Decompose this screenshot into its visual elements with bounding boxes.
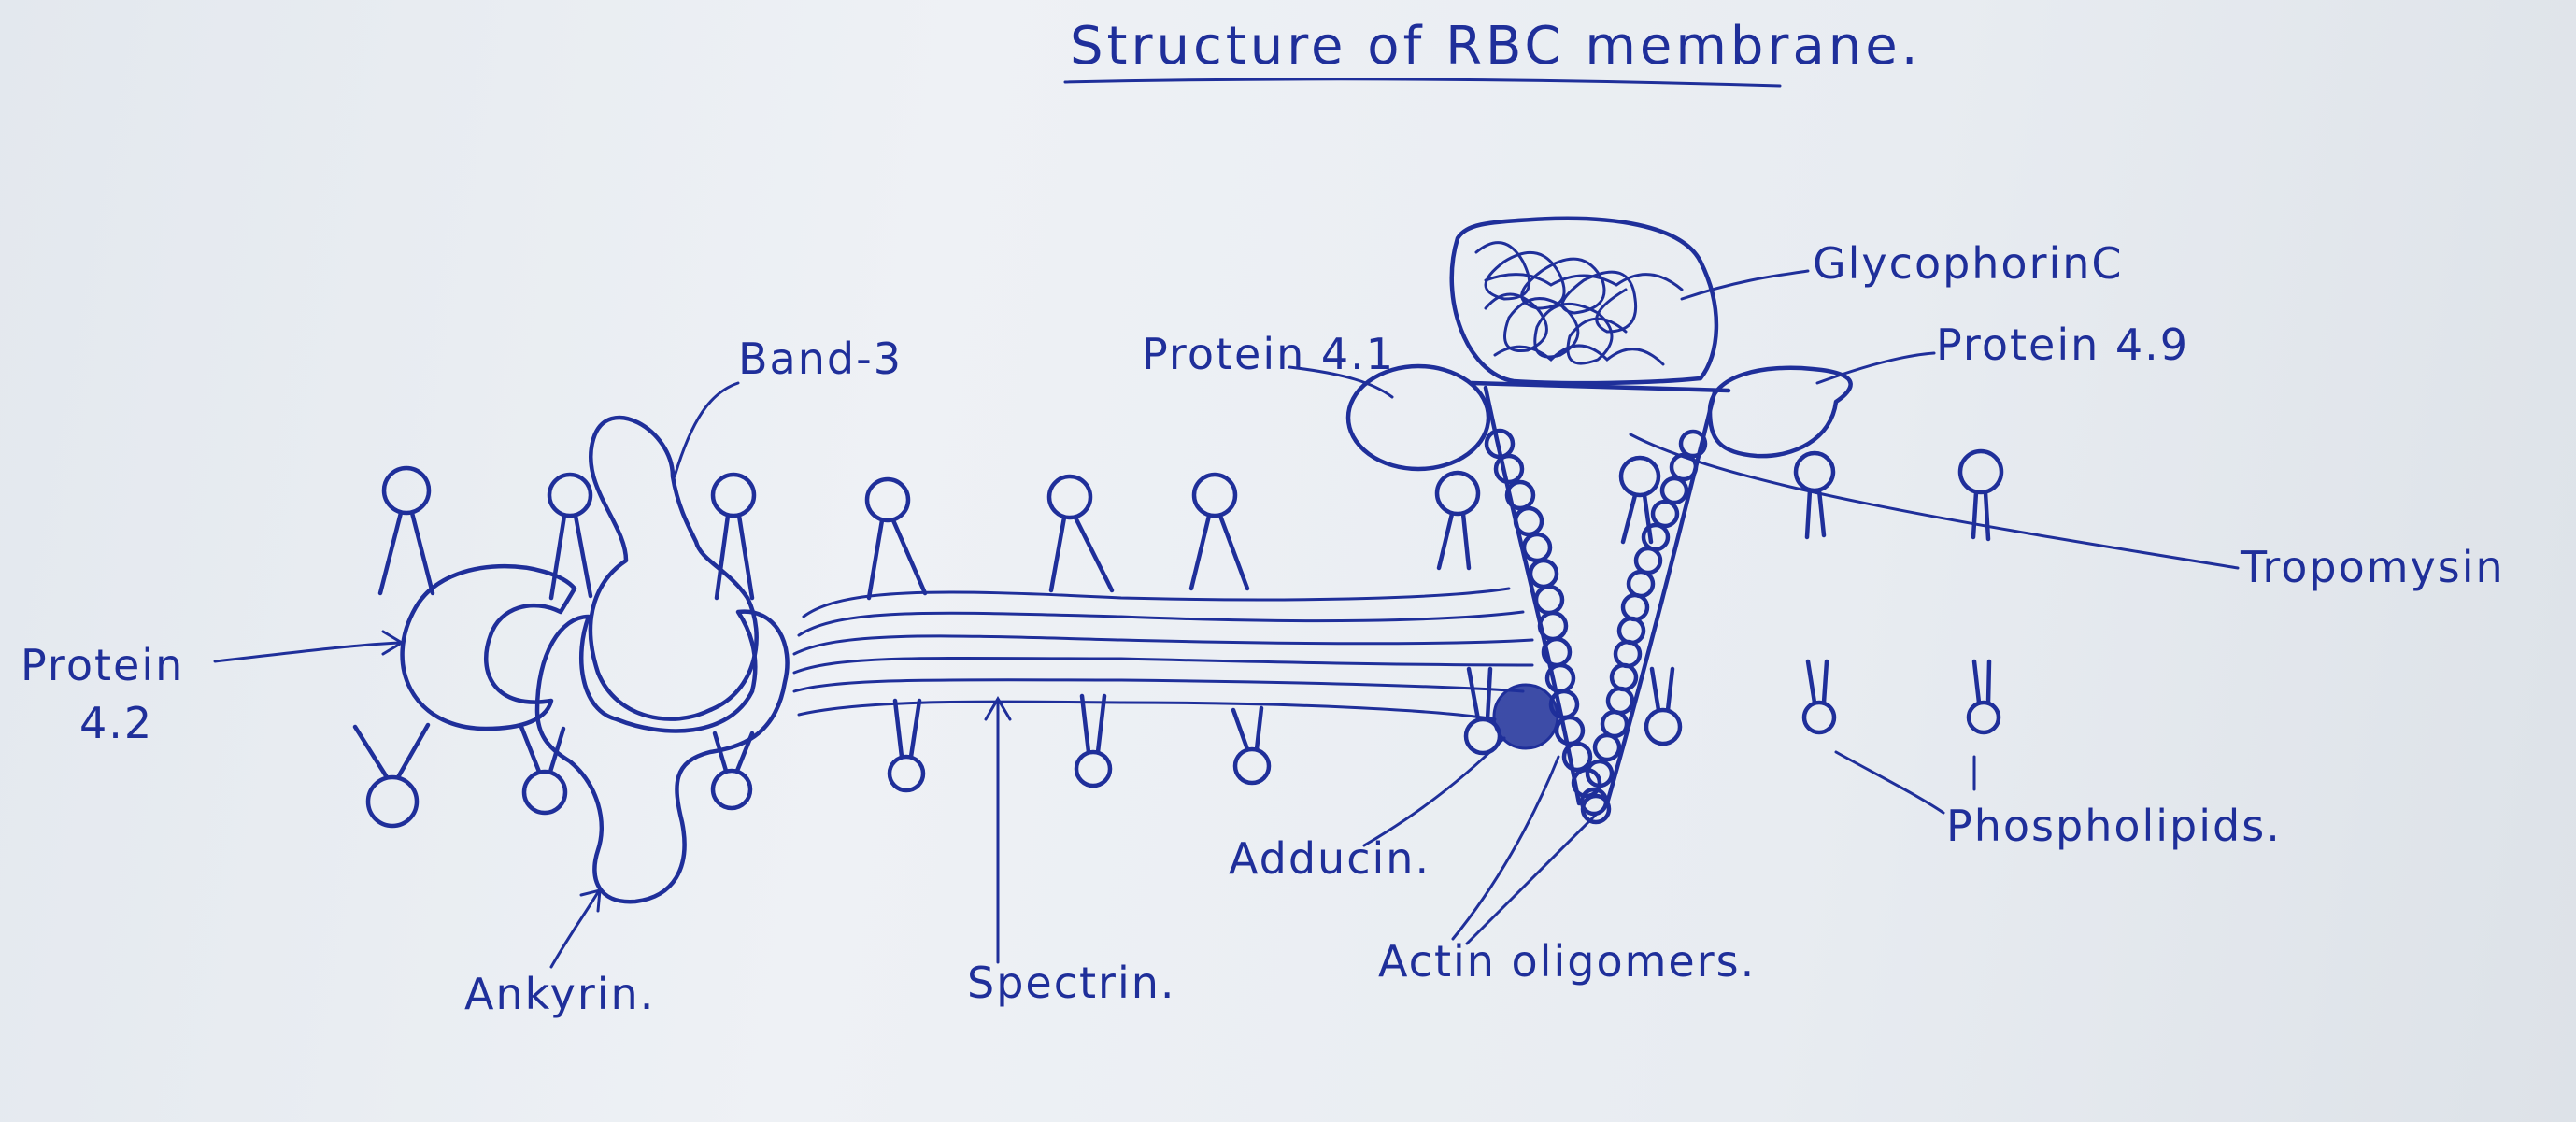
phospholipid	[864, 476, 928, 601]
band-3-pointer	[673, 381, 740, 478]
adducin-shape	[1492, 683, 1559, 750]
actin-oligomers-pointer-2	[1465, 811, 1600, 945]
adducin-pointer	[1362, 736, 1506, 847]
spectrin-arrow	[984, 696, 1012, 964]
title-underline	[1063, 78, 1782, 88]
phospholipid	[377, 465, 435, 596]
phospholipid	[710, 472, 757, 601]
ankyrin-arrow	[549, 888, 602, 969]
label-adducin: Adducin.	[1229, 833, 1430, 884]
phospholipid	[1966, 659, 2001, 735]
protein-4-1-pointer	[1288, 365, 1394, 399]
phospholipid	[1957, 448, 2004, 542]
label-phospholipids: Phospholipids.	[1946, 801, 2282, 851]
phospholipid	[887, 698, 926, 793]
actin-oligomers-pointer-1	[1451, 755, 1560, 941]
label-protein-4-2-line2: 4.2	[79, 698, 153, 748]
phospholipid	[1074, 693, 1113, 788]
phospholipid	[1793, 450, 1836, 540]
phospholipid	[1801, 659, 1837, 735]
phospholipids-pointer-1	[1834, 750, 1945, 815]
label-band-3: Band-3	[738, 334, 903, 384]
actin-beads-right	[1579, 429, 1708, 817]
glycophorin-c-shape	[1449, 216, 1719, 386]
band-3-shape	[588, 415, 759, 721]
label-protein-4-9: Protein 4.9	[1936, 320, 2189, 370]
label-ankyrin: Ankyrin.	[464, 969, 655, 1019]
label-protein-4-2-line1: Protein	[21, 640, 184, 690]
spectrin-strands	[792, 587, 1534, 721]
protein-4-9-shape	[1707, 365, 1853, 459]
protein-4-1-shape	[1345, 363, 1491, 472]
phospholipid	[1231, 705, 1272, 786]
actin-funnel-right	[1604, 390, 1717, 806]
glycophorin-base	[1469, 380, 1731, 393]
label-glycophorin-c: GlycophorinC	[1813, 238, 2124, 289]
phospholipid	[1188, 472, 1250, 591]
diagram-title: Structure of RBC membrane.	[1070, 16, 1922, 77]
actin-funnel-left	[1483, 385, 1582, 806]
phospholipid	[1644, 666, 1683, 746]
protein-4-9-pointer	[1815, 351, 1936, 385]
phospholipids-bottom-row	[352, 659, 2001, 829]
label-spectrin: Spectrin.	[967, 958, 1176, 1008]
phospholipid	[547, 472, 593, 601]
phospholipid	[352, 722, 431, 829]
label-protein-4-1: Protein 4.1	[1142, 329, 1395, 379]
phospholipid	[1434, 470, 1481, 571]
label-tropomysin: Tropomysin	[2240, 542, 2505, 592]
protein-4-2-arrow	[213, 630, 405, 663]
glycophorin-pointer	[1680, 269, 1810, 301]
phospholipid	[1046, 474, 1115, 593]
phospholipids-top-row	[377, 448, 2004, 601]
protein-4-2-shape	[400, 563, 577, 731]
phospholipid	[1618, 455, 1661, 545]
label-actin-oligomers: Actin oligomers.	[1378, 936, 1756, 987]
tropomysin-pointer-line	[1629, 433, 2240, 570]
ankyrin-shape	[534, 609, 790, 904]
